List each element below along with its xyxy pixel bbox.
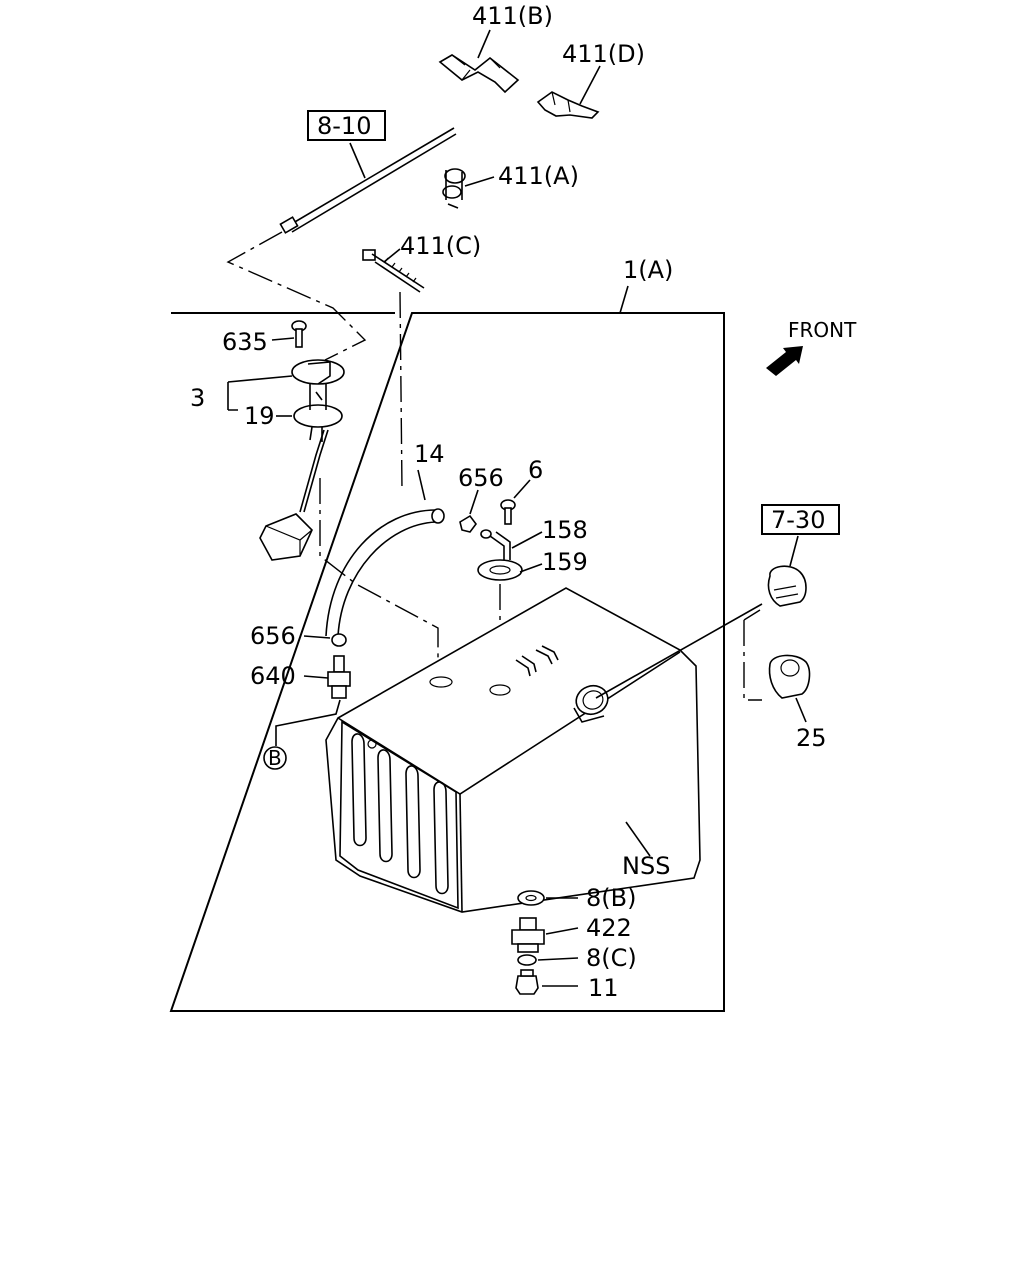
label-8-10: 8-10	[317, 112, 371, 140]
fuel-tank	[325, 587, 701, 913]
ref-box-8-10	[307, 110, 386, 141]
label-422: 422	[586, 914, 632, 942]
hose-14	[325, 469, 445, 637]
gasket-159	[477, 559, 523, 581]
label-25: 25	[796, 724, 827, 752]
harness-8-10	[279, 127, 457, 234]
cable-tie-411c	[362, 248, 425, 293]
front-arrow-icon	[766, 346, 803, 376]
label-nss: NSS	[622, 852, 670, 880]
vent-pipe-158	[480, 529, 511, 562]
label-1a: 1(A)	[623, 256, 673, 284]
label-411a: 411(A)	[498, 162, 579, 190]
fitting-640	[303, 655, 351, 699]
label-14: 14	[414, 440, 445, 468]
label-8c: 8(C)	[586, 944, 637, 972]
label-front: FRONT	[788, 318, 857, 342]
label-b: B	[268, 746, 282, 770]
label-656-upper: 656	[458, 464, 504, 492]
clamp-411a	[442, 168, 495, 209]
clip-411b	[438, 29, 520, 94]
clamp-656-upper	[459, 489, 479, 533]
ref-box-7-30	[761, 504, 840, 535]
label-635: 635	[222, 328, 268, 356]
label-411d: 411(D)	[562, 40, 645, 68]
label-6: 6	[528, 456, 543, 484]
label-411c: 411(C)	[400, 232, 481, 260]
label-656-lower: 656	[250, 622, 296, 650]
clamp-656-lower	[303, 633, 347, 647]
drain-plug-422	[511, 917, 579, 953]
label-7-30: 7-30	[771, 506, 825, 534]
washer-8c	[517, 954, 579, 966]
label-8b: 8(B)	[586, 884, 636, 912]
screw-6	[500, 479, 531, 525]
label-640: 640	[250, 662, 296, 690]
screw-635	[271, 320, 307, 348]
drain-bolt-11	[515, 969, 578, 995]
washer-8b	[517, 890, 578, 906]
fuel-gauge-unit	[259, 359, 345, 561]
fuel-cap-7-30	[767, 535, 807, 607]
label-11: 11	[588, 974, 619, 1002]
fuel-cap-25	[768, 654, 811, 723]
label-3: 3	[190, 384, 205, 412]
label-158: 158	[542, 516, 588, 544]
ref-circle-b	[263, 746, 287, 770]
label-159: 159	[542, 548, 588, 576]
label-411b: 411(B)	[472, 2, 553, 30]
clip-411d	[536, 65, 601, 119]
label-19: 19	[244, 402, 275, 430]
